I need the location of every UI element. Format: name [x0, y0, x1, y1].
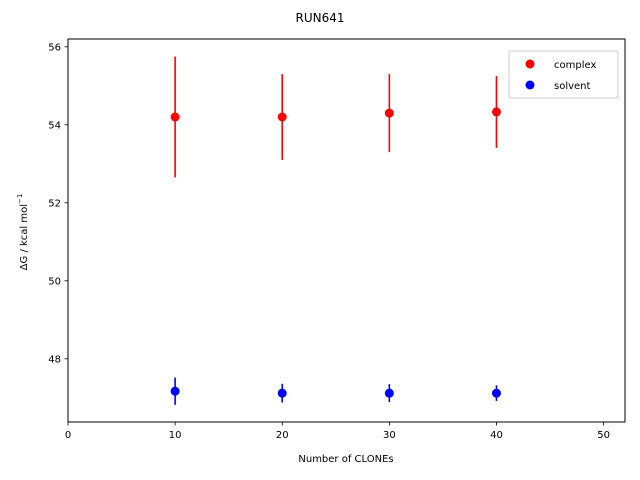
axes-frame [67, 38, 626, 423]
complex-point [384, 108, 394, 118]
legend-box [508, 50, 619, 99]
y-tick-label: 56 [48, 42, 61, 53]
x-tick-label: 50 [597, 430, 610, 441]
y-tick-label: 50 [48, 276, 61, 287]
solvent-point [277, 388, 287, 398]
complex-point [277, 112, 287, 122]
y-axis-label: ΔG / kcal mol−1 [16, 194, 30, 271]
legend-marker-solvent [525, 80, 535, 90]
solvent-point [384, 388, 394, 398]
y-axis-label-text: ΔG / kcal mol [19, 204, 30, 270]
legend: complex solvent [508, 50, 619, 99]
x-axis-label: Number of CLONEs [298, 454, 393, 465]
complex-point [491, 107, 501, 117]
x-tick-label: 40 [490, 430, 503, 441]
x-tick-label: 0 [65, 430, 71, 441]
y-tick-label: 48 [48, 354, 61, 365]
legend-marker-complex [525, 59, 535, 69]
solvent-point [491, 388, 501, 398]
y-tick-label: 52 [48, 198, 61, 209]
y-axis-label-superscript: −1 [16, 194, 24, 204]
y-tick-label: 54 [48, 120, 61, 131]
x-tick-label: 20 [276, 430, 289, 441]
x-tick-label: 30 [383, 430, 396, 441]
x-tick-label: 10 [169, 430, 182, 441]
legend-label-solvent: solvent [554, 81, 591, 92]
solvent-point [170, 386, 180, 396]
axis-ticks: 0 10 20 30 40 50 48 50 52 54 56 [48, 42, 610, 441]
plot-marks [170, 56, 501, 405]
complex-point [170, 112, 180, 122]
legend-label-complex: complex [554, 60, 596, 71]
chart-title: RUN641 [295, 11, 344, 25]
